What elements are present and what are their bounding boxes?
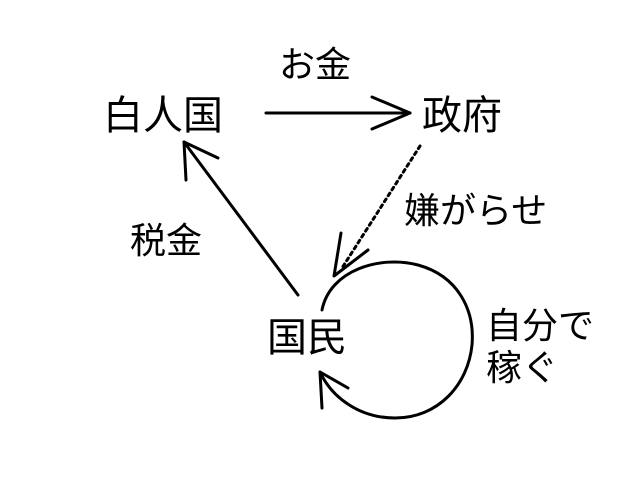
edge-label-self-earn: 自分で 稼ぐ: [486, 306, 636, 390]
node-citizens: 国民: [267, 315, 347, 361]
edge-label-money: お金: [279, 45, 352, 86]
node-government: 政府: [422, 93, 502, 139]
arrow-self-loop-citizens: [318, 260, 474, 420]
edge-label-self-earn-line2: 稼ぐ: [486, 348, 559, 389]
arrow-white-to-government: [264, 95, 412, 131]
edge-label-self-earn-line1: 自分で: [486, 306, 595, 347]
node-white-country: 白人国: [103, 93, 223, 139]
edge-label-tax: 税金: [130, 221, 203, 262]
edge-label-harassment: 嫌がらせ: [404, 191, 548, 232]
arrow-government-to-citizens: [332, 144, 422, 278]
arrow-citizens-to-white: [182, 140, 300, 297]
